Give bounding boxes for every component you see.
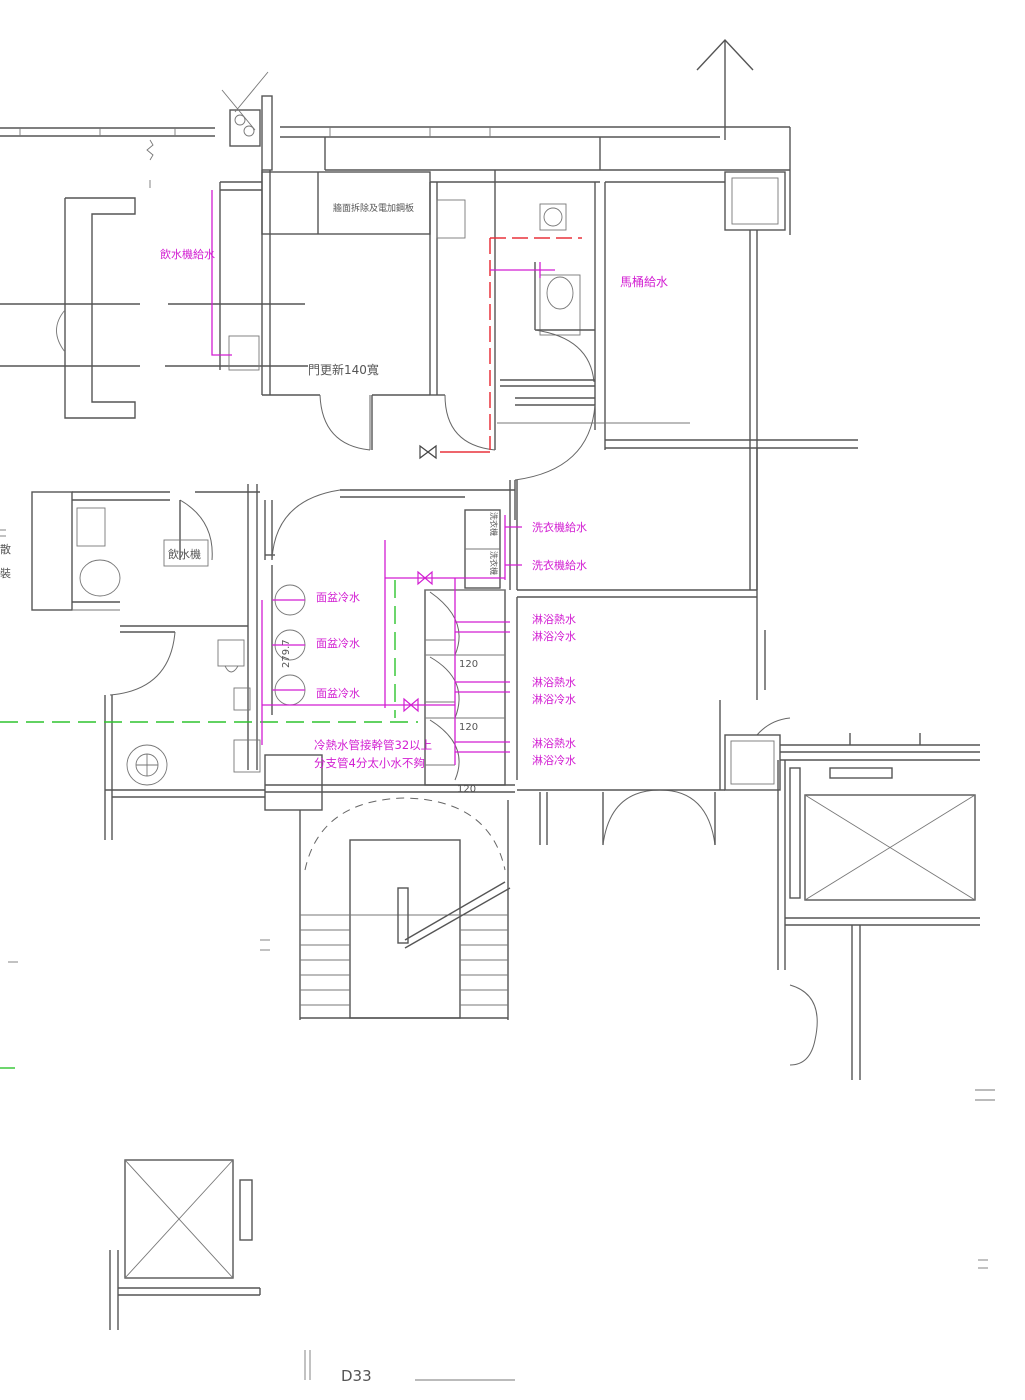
label-drinker-supply: 飲水機給水 bbox=[160, 247, 215, 261]
note-line-2: 分支管4分太小水不夠 bbox=[314, 756, 425, 770]
drinker-box bbox=[163, 539, 209, 567]
label-shower-hot-1: 淋浴熱水 bbox=[532, 613, 576, 626]
top-exterior-wall bbox=[0, 126, 791, 235]
misc-marks bbox=[0, 529, 995, 1381]
left-glyph-2: 裝 bbox=[0, 567, 11, 580]
left-balcony bbox=[0, 197, 308, 419]
valve-icon bbox=[417, 570, 433, 586]
elevator-lower bbox=[109, 1159, 261, 1330]
label-basin-cold-2: 面盆冷水 bbox=[316, 636, 360, 650]
label-basin-cold-1: 面盆冷水 bbox=[316, 590, 360, 604]
valve-icon bbox=[403, 697, 419, 713]
label-basin-cold-3: 面盆冷水 bbox=[316, 686, 360, 700]
wc-rooms-top bbox=[429, 170, 690, 520]
valve-icon bbox=[419, 444, 437, 460]
left-wc bbox=[31, 484, 265, 840]
label-shower-hot-2: 淋浴熱水 bbox=[532, 676, 576, 689]
label-washer-box-1: 洗衣機 bbox=[489, 512, 499, 536]
label-shower-hot-3: 淋浴熱水 bbox=[532, 737, 576, 750]
north-arrow-icon bbox=[696, 38, 754, 140]
supply-main-red bbox=[440, 237, 582, 453]
note-line-1: 冷熱水管接幹管32以上 bbox=[314, 738, 432, 752]
axis-lines bbox=[0, 580, 418, 1069]
label-shower-cold-1: 淋浴冷水 bbox=[532, 630, 576, 643]
dim-279: 279.7 bbox=[281, 639, 292, 668]
floor-drain-icon bbox=[135, 753, 159, 777]
left-glyph-1: 散 bbox=[0, 542, 11, 556]
elevator-right bbox=[724, 733, 980, 1080]
drawing-id: D33 bbox=[341, 1367, 372, 1385]
label-washer-box-2: 洗衣機 bbox=[489, 551, 499, 575]
label-wall-removal: 牆面拆除及電加鋼板 bbox=[333, 202, 414, 214]
pipes-magenta bbox=[211, 190, 555, 765]
vent-shaft bbox=[221, 71, 273, 171]
staircase bbox=[299, 797, 511, 1020]
dim-120-a: 120 bbox=[459, 659, 478, 670]
label-shower-cold-2: 淋浴冷水 bbox=[532, 693, 576, 706]
room-ne bbox=[605, 181, 858, 700]
dim-120-b: 120 bbox=[459, 722, 478, 733]
central-bathroom bbox=[264, 480, 757, 811]
label-drinker-box: 飲水機 bbox=[168, 547, 201, 561]
label-washer-supply-2: 洗衣機給水 bbox=[532, 558, 587, 572]
label-door-width: 門更新140寬 bbox=[308, 362, 379, 377]
label-washer-supply-1: 洗衣機給水 bbox=[532, 520, 587, 534]
dim-120-c: 120 bbox=[457, 784, 476, 795]
label-toilet-supply: 馬桶給水 bbox=[620, 274, 668, 289]
label-shower-cold-3: 淋浴冷水 bbox=[532, 754, 576, 767]
lobby-doors bbox=[517, 700, 791, 846]
